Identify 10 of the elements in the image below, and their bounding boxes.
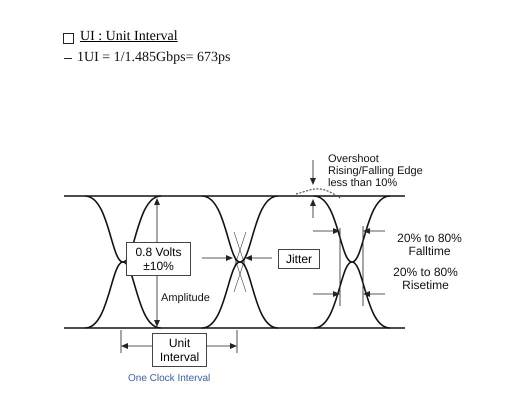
label-box: 0.8 Volts ±10% (126, 242, 191, 276)
annotation-text: 20% to 80% Risetime (392, 266, 459, 292)
title: UI : Unit Interval (80, 29, 178, 45)
label-box: Unit Interval (152, 333, 207, 367)
axis-label: Amplitude (161, 292, 210, 304)
formula-text: 1UI = 1/1.485Gbps= 673ps (77, 50, 230, 66)
label-box: Jitter (278, 249, 320, 269)
annotation-text: 20% to 80% Falltime (396, 232, 463, 258)
annotation-text: Overshoot Rising/Falling Edge less than 10% (328, 153, 424, 189)
caption-text: One Clock Interval (128, 373, 210, 385)
